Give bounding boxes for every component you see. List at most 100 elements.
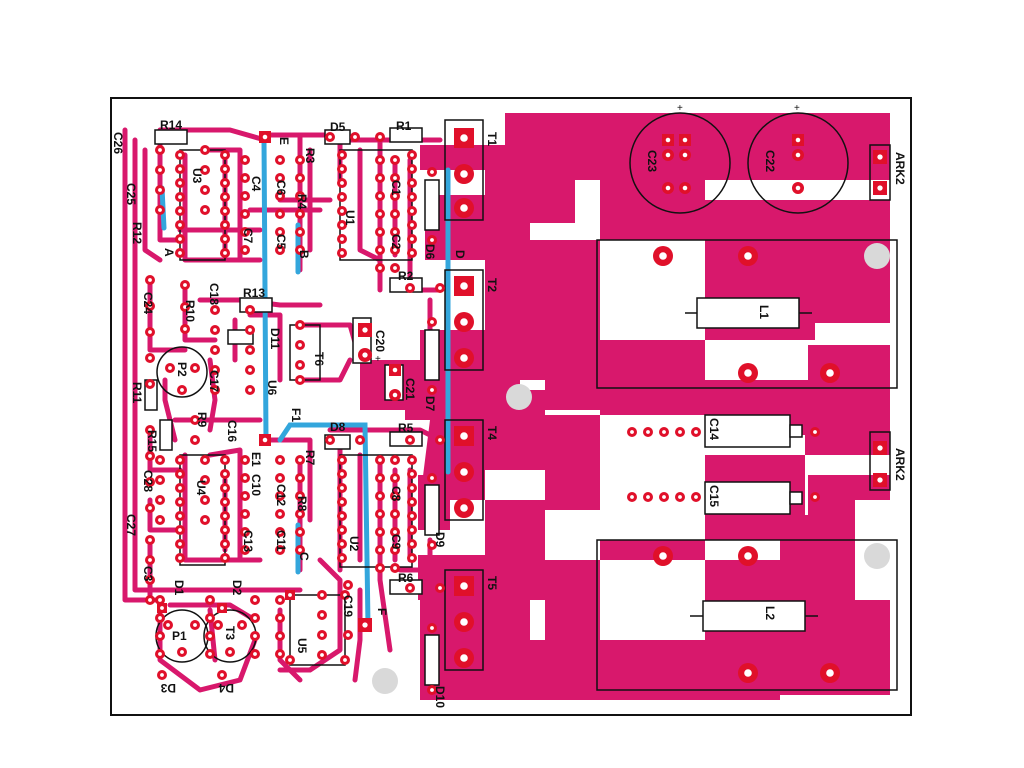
- pad-hole: [438, 586, 442, 590]
- pad-hole: [203, 478, 207, 482]
- pad-hole: [393, 266, 397, 270]
- pad-hole: [877, 445, 883, 451]
- label-b: B: [297, 250, 311, 259]
- label-t3: T3: [223, 626, 237, 640]
- pad-hole: [328, 438, 332, 442]
- label-c4: C4: [249, 176, 263, 192]
- pad-hole: [148, 578, 152, 582]
- pad-hole: [148, 356, 152, 360]
- pad-hole: [178, 153, 182, 157]
- pad-hole: [340, 167, 344, 171]
- label-t5: T5: [485, 576, 499, 590]
- pad-hole: [343, 658, 347, 662]
- label-e1: E1: [249, 452, 263, 467]
- pad-hole: [183, 327, 187, 331]
- label-c15: C15: [707, 485, 721, 507]
- pad-hole: [744, 252, 752, 260]
- label-r3: R3: [303, 148, 317, 164]
- pad-hole: [148, 330, 152, 334]
- pad-hole: [659, 252, 667, 260]
- pad-hole: [158, 634, 162, 638]
- label-u6: U6: [265, 380, 279, 396]
- pad-hole: [223, 251, 227, 255]
- pad-hole: [362, 352, 368, 358]
- pad-hole: [795, 137, 801, 143]
- pad-hole: [203, 208, 207, 212]
- pad-hole: [298, 248, 302, 252]
- pad-hole: [410, 472, 414, 476]
- pad-hole: [223, 153, 227, 157]
- label-r13: R13: [243, 286, 265, 300]
- pad-hole: [430, 476, 434, 480]
- label-c27: C27: [124, 514, 138, 536]
- label-u1: U1: [343, 210, 357, 226]
- pad-hole: [193, 623, 197, 627]
- pad-hole: [362, 327, 368, 333]
- pad-hole: [178, 209, 182, 213]
- pad-hole: [148, 304, 152, 308]
- pad-hole: [298, 323, 302, 327]
- pad-hole: [213, 348, 217, 352]
- label-r9: R9: [195, 412, 209, 428]
- label-c16: C16: [225, 420, 239, 442]
- pad-hole: [178, 195, 182, 199]
- pad-hole: [158, 208, 162, 212]
- pad-hole: [203, 458, 207, 462]
- silkscreen-outlines: [144, 112, 898, 691]
- label-l1: L1: [757, 305, 771, 319]
- pad-hole: [438, 286, 442, 290]
- pad-hole: [223, 514, 227, 518]
- pad-hole: [278, 616, 282, 620]
- label-c18: C18: [207, 283, 221, 305]
- pad-hole: [298, 512, 302, 516]
- c23-plus: +: [677, 103, 683, 114]
- pad-hole: [243, 212, 247, 216]
- pad-hole: [248, 368, 252, 372]
- pad-hole: [278, 158, 282, 162]
- pad-hole: [243, 176, 247, 180]
- pad-hole: [158, 616, 162, 620]
- pad-hole: [223, 500, 227, 504]
- pad-hole: [278, 476, 282, 480]
- pad-hole: [813, 495, 817, 499]
- label-d1: D1: [172, 580, 186, 596]
- pad-hole: [278, 512, 282, 516]
- pad-hole: [665, 152, 671, 158]
- pad-hole: [410, 223, 414, 227]
- label-r15: R15: [145, 430, 159, 452]
- label-r14: R14: [160, 118, 182, 132]
- pad-hole: [393, 458, 397, 462]
- label-c10: C10: [249, 474, 263, 496]
- pad-hole: [278, 230, 282, 234]
- pad-hole: [178, 181, 182, 185]
- label-r10: R10: [183, 300, 197, 322]
- pad-hole: [223, 528, 227, 532]
- pad-hole: [410, 167, 414, 171]
- pad-hole: [223, 486, 227, 490]
- label-c6: C6: [274, 180, 288, 196]
- pad-hole: [430, 688, 434, 692]
- polarity-markers: + + +: [375, 103, 800, 365]
- pad-hole: [223, 542, 227, 546]
- pad-hole: [178, 486, 182, 490]
- pad-hole: [223, 458, 227, 462]
- pad-hole: [340, 556, 344, 560]
- pad-hole: [203, 498, 207, 502]
- pad-hole: [694, 430, 698, 434]
- label-r7: R7: [303, 450, 317, 466]
- c20-plus: +: [375, 354, 381, 365]
- pad-hole: [378, 458, 382, 462]
- label-c3: C3: [141, 566, 155, 582]
- pad-hole: [148, 278, 152, 282]
- pad-hole: [148, 558, 152, 562]
- pad-hole: [298, 494, 302, 498]
- label-d7: D7: [423, 396, 437, 412]
- pad-hole: [340, 223, 344, 227]
- pad-hole: [460, 170, 468, 178]
- pad-hole: [168, 366, 172, 370]
- pad-hole: [320, 613, 324, 617]
- pad-hole: [340, 472, 344, 476]
- pad-hole: [678, 430, 682, 434]
- pad-hole: [178, 472, 182, 476]
